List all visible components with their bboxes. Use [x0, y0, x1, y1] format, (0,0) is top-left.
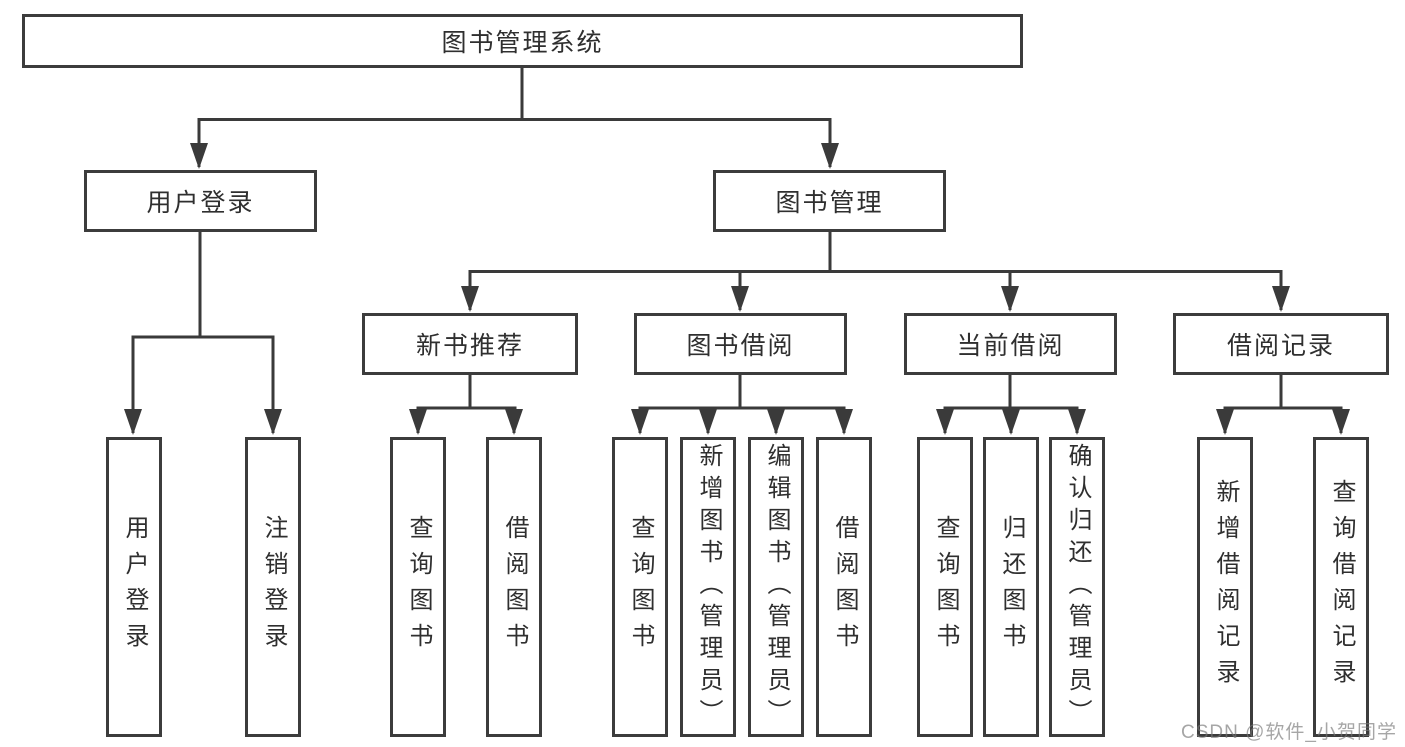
leaf-logout-label: 注销登录	[260, 515, 287, 659]
node-book-management-label: 图书管理	[775, 189, 884, 217]
node-borrow-record-label: 借阅记录	[1226, 332, 1335, 360]
leaf-cb-confirm-return-admin: 确认归还（管理员）	[1049, 437, 1105, 737]
leaf-cb-query-book-label: 查询图书	[932, 515, 959, 659]
leaf-bb-add-book-admin: 新增图书（管理员）	[680, 437, 736, 737]
leaf-nbr-borrow-book-label: 借阅图书	[501, 515, 528, 659]
leaf-bb-edit-book-admin: 编辑图书（管理员）	[748, 437, 804, 737]
leaf-user-login: 用户登录	[106, 437, 162, 737]
leaf-cb-confirm-return-admin-label: 确认归还（管理员）	[1064, 443, 1091, 731]
node-current-borrow-label: 当前借阅	[956, 332, 1065, 360]
leaf-br-add-record-label: 新增借阅记录	[1212, 479, 1239, 695]
leaf-bb-edit-book-admin-label: 编辑图书（管理员）	[763, 443, 790, 731]
node-library-system-label: 图书管理系统	[441, 29, 604, 57]
node-user-login: 用户登录	[84, 170, 317, 232]
leaf-nbr-borrow-book: 借阅图书	[486, 437, 542, 737]
leaf-bb-query-book: 查询图书	[612, 437, 668, 737]
leaf-br-add-record: 新增借阅记录	[1197, 437, 1253, 737]
node-book-borrow-label: 图书借阅	[686, 332, 795, 360]
leaf-bb-borrow-book: 借阅图书	[816, 437, 872, 737]
node-borrow-record: 借阅记录	[1173, 313, 1389, 375]
node-book-management: 图书管理	[713, 170, 946, 232]
node-new-book-recommend-label: 新书推荐	[415, 332, 524, 360]
leaf-nbr-query-book-label: 查询图书	[405, 515, 432, 659]
node-current-borrow: 当前借阅	[904, 313, 1117, 375]
node-new-book-recommend: 新书推荐	[362, 313, 578, 375]
leaf-br-query-record-label: 查询借阅记录	[1328, 479, 1355, 695]
leaf-cb-return-book-label: 归还图书	[998, 515, 1025, 659]
leaf-bb-add-book-admin-label: 新增图书（管理员）	[695, 443, 722, 731]
leaf-cb-return-book: 归还图书	[983, 437, 1039, 737]
leaf-bb-borrow-book-label: 借阅图书	[831, 515, 858, 659]
watermark-text: CSDN @软件_小贺同学	[1181, 722, 1397, 743]
node-library-system: 图书管理系统	[22, 14, 1023, 68]
leaf-user-login-label: 用户登录	[121, 515, 148, 659]
leaf-br-query-record: 查询借阅记录	[1313, 437, 1369, 737]
leaf-nbr-query-book: 查询图书	[390, 437, 446, 737]
leaf-bb-query-book-label: 查询图书	[627, 515, 654, 659]
node-user-login-label: 用户登录	[146, 189, 255, 217]
leaf-logout: 注销登录	[245, 437, 301, 737]
node-book-borrow: 图书借阅	[634, 313, 847, 375]
leaf-cb-query-book: 查询图书	[917, 437, 973, 737]
